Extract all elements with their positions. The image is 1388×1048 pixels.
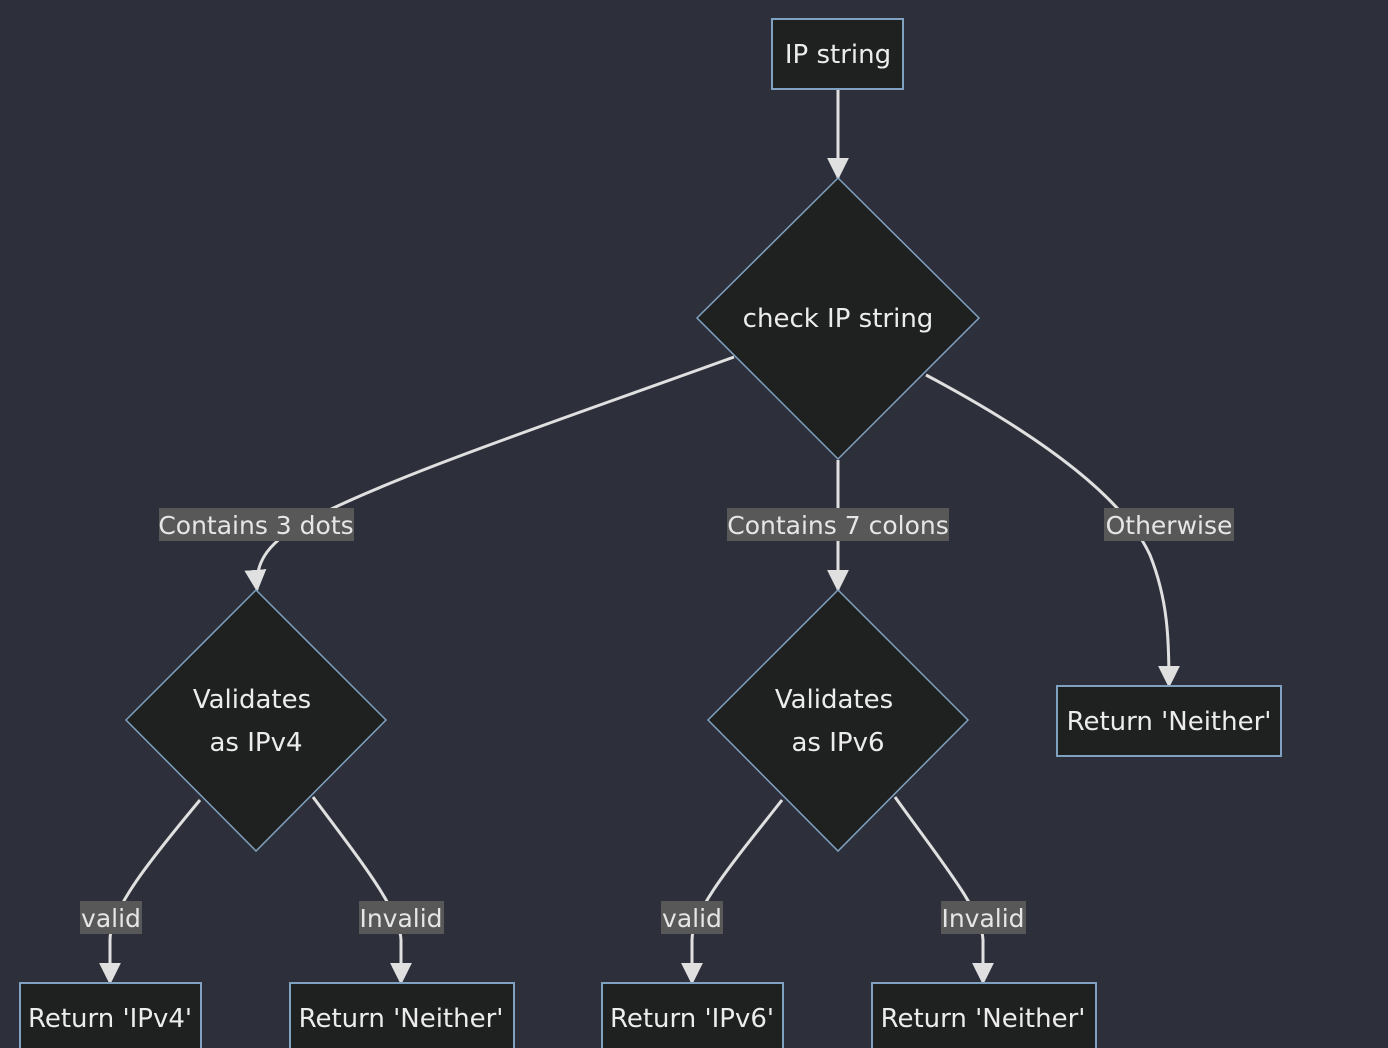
edge-label-seven-colons: Contains 7 colons — [727, 508, 949, 541]
node-return-ipv4: Return 'IPv4' — [19, 982, 202, 1048]
edge-label-v6-invalid-text: Invalid — [941, 904, 1024, 933]
edge-v4-invalid — [311, 796, 412, 985]
node-validates-ipv6-line2: as IPv6 — [791, 728, 884, 758]
node-return-neither-otherwise: Return 'Neither' — [1056, 685, 1282, 757]
edge-labels: Contains 3 dots Contains 7 colons Otherw… — [80, 508, 1234, 934]
node-validates-ipv6: Validates as IPv6 — [706, 588, 970, 853]
node-return-neither-v6: Return 'Neither' — [871, 982, 1097, 1048]
edge-v4-valid — [99, 799, 202, 985]
node-return-ipv6: Return 'IPv6' — [601, 982, 784, 1048]
node-check-label: check IP string — [743, 304, 934, 334]
edge-v6-invalid — [893, 796, 994, 985]
edge-label-otherwise: Otherwise — [1104, 508, 1234, 541]
edge-check-to-validate-v4 — [244, 355, 735, 592]
edge-label-three-dots-text: Contains 3 dots — [158, 511, 353, 540]
node-validates-ipv6-line1: Validates — [775, 685, 893, 715]
node-return-ipv6-label: Return 'IPv6' — [610, 1004, 774, 1034]
edge-label-v4-valid: valid — [80, 901, 142, 934]
edge-label-seven-colons-text: Contains 7 colons — [727, 511, 948, 540]
edge-label-three-dots: Contains 3 dots — [158, 508, 354, 541]
edge-label-otherwise-text: Otherwise — [1106, 511, 1233, 540]
node-return-neither-v6-label: Return 'Neither' — [881, 1004, 1086, 1034]
edge-label-v6-invalid: Invalid — [941, 901, 1026, 934]
edge-label-v4-invalid: Invalid — [359, 901, 444, 934]
node-return-neither-otherwise-label: Return 'Neither' — [1067, 707, 1272, 737]
edge-label-v4-valid-text: valid — [81, 904, 141, 933]
edge-label-v4-invalid-text: Invalid — [359, 904, 442, 933]
edges — [99, 90, 1180, 985]
edge-label-v6-valid-text: valid — [662, 904, 722, 933]
node-check-ip-string: check IP string — [695, 176, 981, 461]
node-ip-string-label: IP string — [785, 40, 891, 70]
edge-label-v6-valid: valid — [661, 901, 723, 934]
node-validates-ipv4-line1: Validates — [193, 685, 311, 715]
node-validates-ipv4-line2: as IPv4 — [209, 728, 302, 758]
node-ip-string: IP string — [771, 18, 904, 90]
node-return-neither-v4-label: Return 'Neither' — [299, 1004, 504, 1034]
edge-v6-valid — [681, 799, 784, 985]
node-return-ipv4-label: Return 'IPv4' — [28, 1004, 192, 1034]
node-validates-ipv4: Validates as IPv4 — [124, 588, 388, 853]
node-return-neither-v4: Return 'Neither' — [289, 982, 515, 1048]
